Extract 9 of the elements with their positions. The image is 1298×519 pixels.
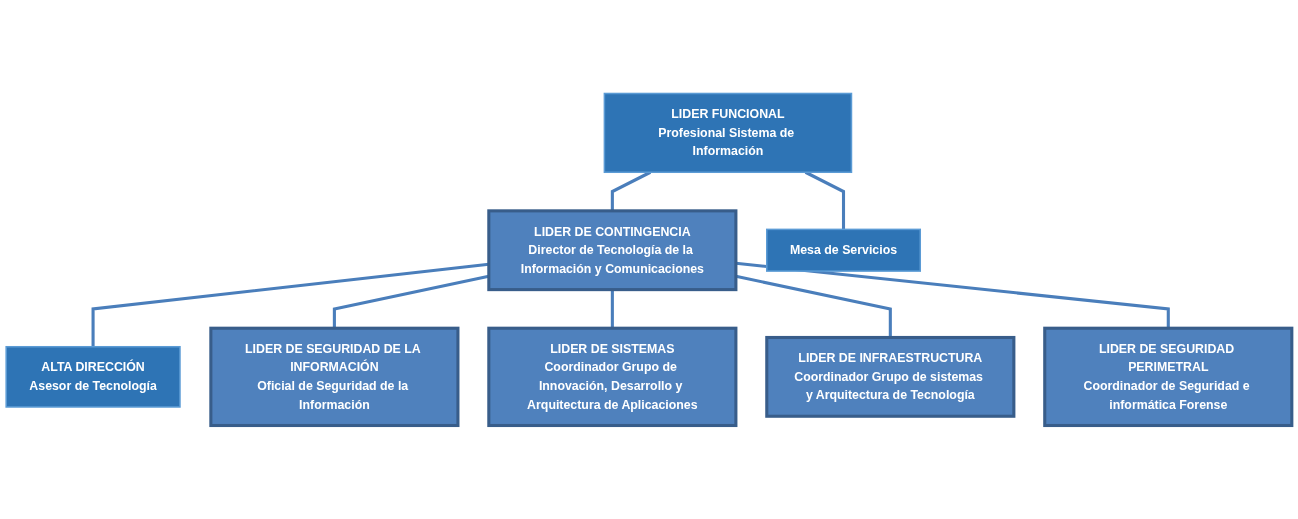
node-box: ALTA DIRECCIÓN Asesor de Tecnología [5, 346, 181, 408]
node-box: LIDER FUNCIONAL Profesional Sistema de Información [603, 92, 853, 173]
node-box: LIDER DE SEGURIDAD DE LA INFORMACIÓN Oficial de Seguridad de la Información [209, 326, 460, 428]
node-box: Mesa de Servicios [766, 228, 921, 272]
node-box: LIDER DE CONTINGENCIA Director de Tecnología de la Información y Comunicaciones [487, 209, 738, 292]
node-box: LIDER DE SISTEMAS Coordinador Grupo de Innovación, Desarrollo y Arquitectura de Aplicaciones [487, 326, 738, 428]
node-box: LIDER DE SEGURIDAD PERIMETRAL Coordinador de Seguridad e informática Forense [1043, 326, 1294, 428]
connector [610, 289, 614, 329]
node-box: LIDER DE INFRAESTRUCTURA Coordinador Grupo de sistemas y Arquitectura de Tecnología [765, 335, 1016, 418]
